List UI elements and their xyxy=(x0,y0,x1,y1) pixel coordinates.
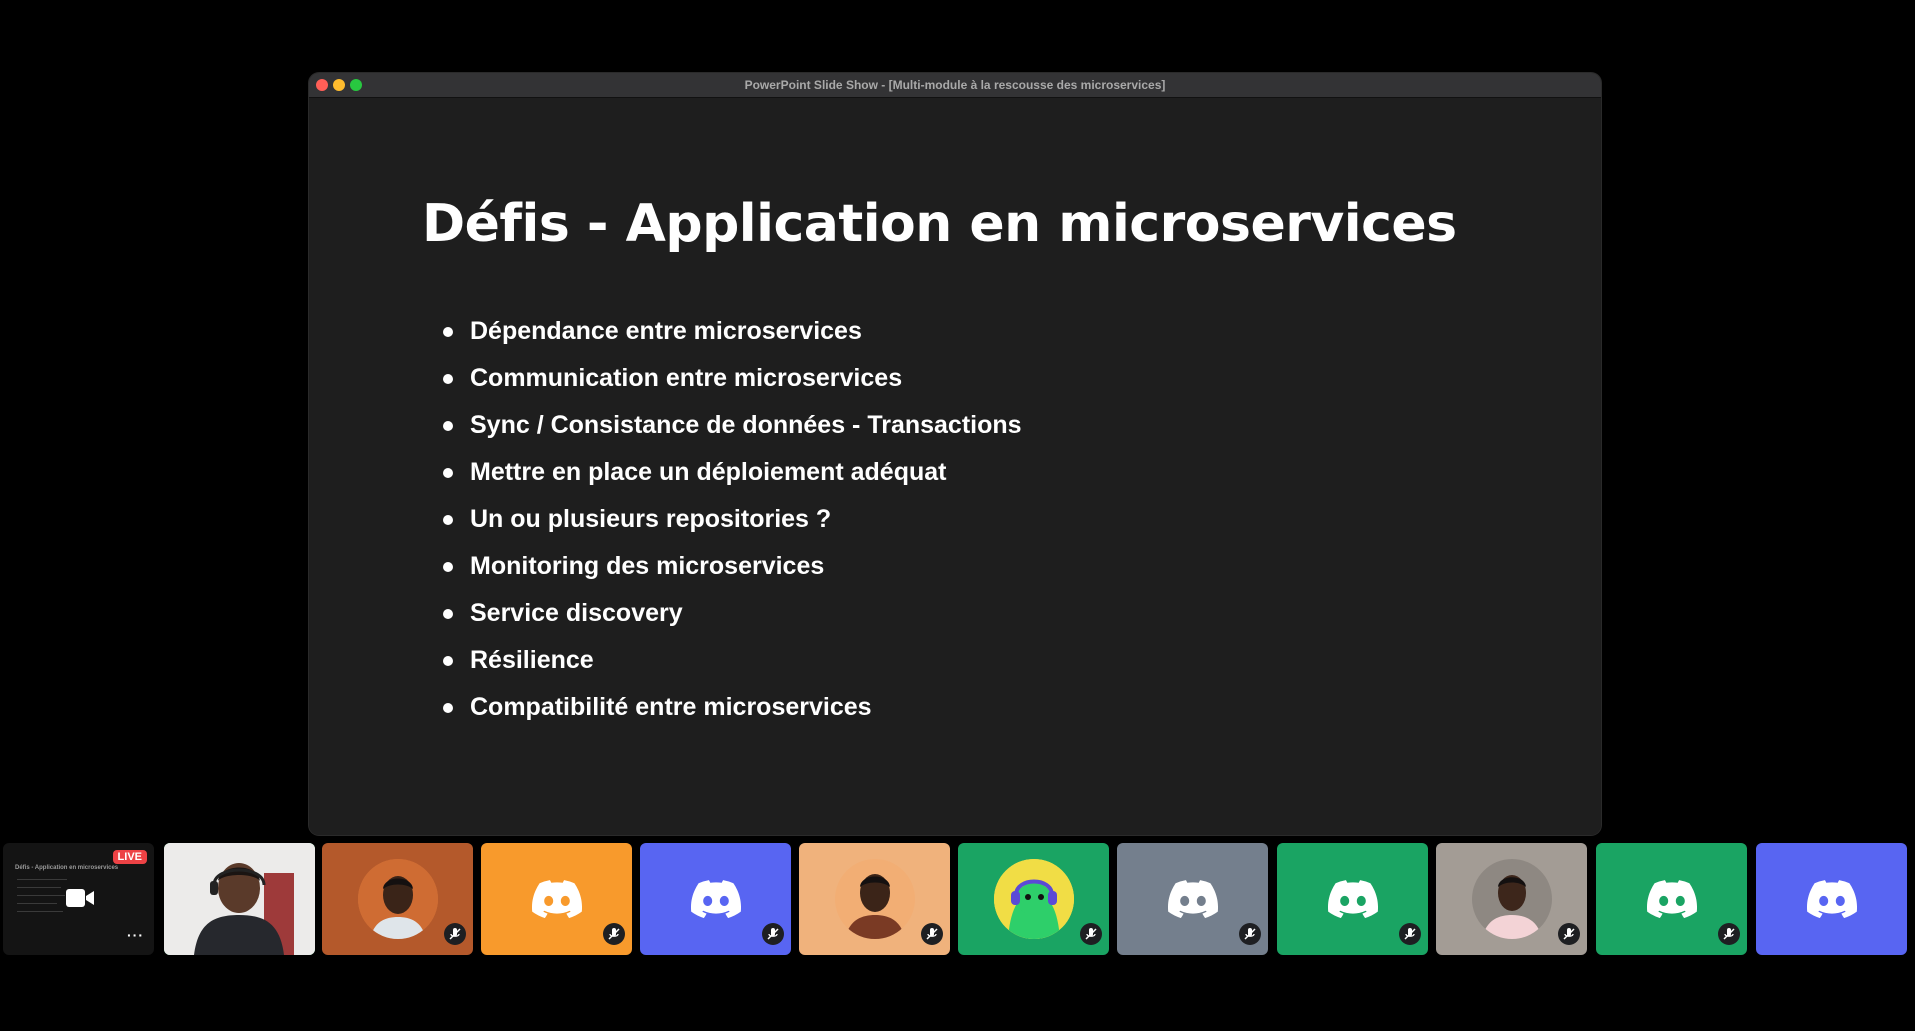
bullet-dot-icon xyxy=(443,420,453,431)
bullet-dot-icon xyxy=(443,561,453,572)
slide-title: Défis - Application en microservices xyxy=(422,194,1457,254)
muted-mic-icon xyxy=(1080,923,1102,945)
muted-mic-icon xyxy=(921,923,943,945)
bullet-item: Monitoring des microservices xyxy=(443,543,1022,590)
webcam-person-illustration xyxy=(164,843,315,955)
more-options-icon[interactable]: ··· xyxy=(127,927,144,943)
muted-mic-icon xyxy=(603,923,625,945)
participant-tile-discord[interactable] xyxy=(1596,843,1747,955)
bullet-item: Sync / Consistance de données - Transact… xyxy=(443,402,1022,449)
discord-logo-icon xyxy=(1327,880,1378,918)
person-avatar-icon xyxy=(834,859,915,939)
muted-mic-icon xyxy=(1239,923,1261,945)
bullet-item: Compatibilité entre microservices xyxy=(443,684,1022,731)
bullet-dot-icon xyxy=(443,608,453,619)
discord-logo-icon xyxy=(690,880,741,918)
bullet-dot-icon xyxy=(443,326,453,337)
discord-logo-icon xyxy=(1806,880,1857,918)
participant-tile-discord[interactable] xyxy=(1756,843,1907,955)
close-window-button[interactable] xyxy=(316,79,328,91)
mascot-avatar-icon xyxy=(993,859,1074,939)
participant-strip: Défis - Application en microservices LIV… xyxy=(0,843,1915,956)
participant-tile-discord[interactable] xyxy=(1277,843,1428,955)
bullet-dot-icon xyxy=(443,373,453,384)
participant-tile-stream[interactable]: Défis - Application en microservices LIV… xyxy=(3,843,154,955)
person-avatar-icon xyxy=(1471,859,1552,939)
bullet-dot-icon xyxy=(443,467,453,478)
user-avatar xyxy=(993,859,1074,939)
bullet-item: Mettre en place un déploiement adéquat xyxy=(443,449,1022,496)
muted-mic-icon xyxy=(762,923,784,945)
muted-mic-icon xyxy=(1399,923,1421,945)
fullscreen-window-button[interactable] xyxy=(350,79,362,91)
stream-preview-title: Défis - Application en microservices xyxy=(15,865,119,871)
minimize-window-button[interactable] xyxy=(333,79,345,91)
participant-tile-mascot[interactable] xyxy=(958,843,1109,955)
muted-mic-icon xyxy=(1558,923,1580,945)
bullet-item: Service discovery xyxy=(443,590,1022,637)
participant-tile-photo[interactable] xyxy=(322,843,473,955)
bullet-item: Communication entre microservices xyxy=(443,355,1022,402)
bullet-dot-icon xyxy=(443,702,453,713)
participant-tile-photo[interactable] xyxy=(799,843,950,955)
discord-logo-icon xyxy=(1646,880,1697,918)
window-title: PowerPoint Slide Show - [Multi-module à … xyxy=(744,78,1166,92)
slideshow-window[interactable]: PowerPoint Slide Show - [Multi-module à … xyxy=(309,73,1601,835)
user-avatar xyxy=(357,859,438,939)
participant-tile-discord[interactable] xyxy=(640,843,791,955)
video-camera-icon xyxy=(66,889,94,907)
user-avatar xyxy=(1471,859,1552,939)
bullet-dot-icon xyxy=(443,514,453,525)
slide-bullet-list: Dépendance entre microservices Communica… xyxy=(443,308,1022,731)
participant-tile-discord[interactable] xyxy=(481,843,632,955)
participant-tile-discord[interactable] xyxy=(1117,843,1268,955)
muted-mic-icon xyxy=(444,923,466,945)
participant-tile-webcam[interactable] xyxy=(164,843,315,955)
window-titlebar[interactable]: PowerPoint Slide Show - [Multi-module à … xyxy=(309,73,1601,98)
participant-tile-photo[interactable] xyxy=(1436,843,1587,955)
muted-mic-icon xyxy=(1718,923,1740,945)
discord-logo-icon xyxy=(1167,880,1218,918)
bullet-dot-icon xyxy=(443,655,453,666)
discord-logo-icon xyxy=(531,880,582,918)
bullet-item: Un ou plusieurs repositories ? xyxy=(443,496,1022,543)
user-avatar xyxy=(834,859,915,939)
bullet-item: Dépendance entre microservices xyxy=(443,308,1022,355)
slide-canvas[interactable]: Défis - Application en microservices Dép… xyxy=(309,98,1601,835)
bullet-item: Résilience xyxy=(443,637,1022,684)
person-avatar-icon xyxy=(357,859,438,939)
live-badge: LIVE xyxy=(112,850,147,864)
